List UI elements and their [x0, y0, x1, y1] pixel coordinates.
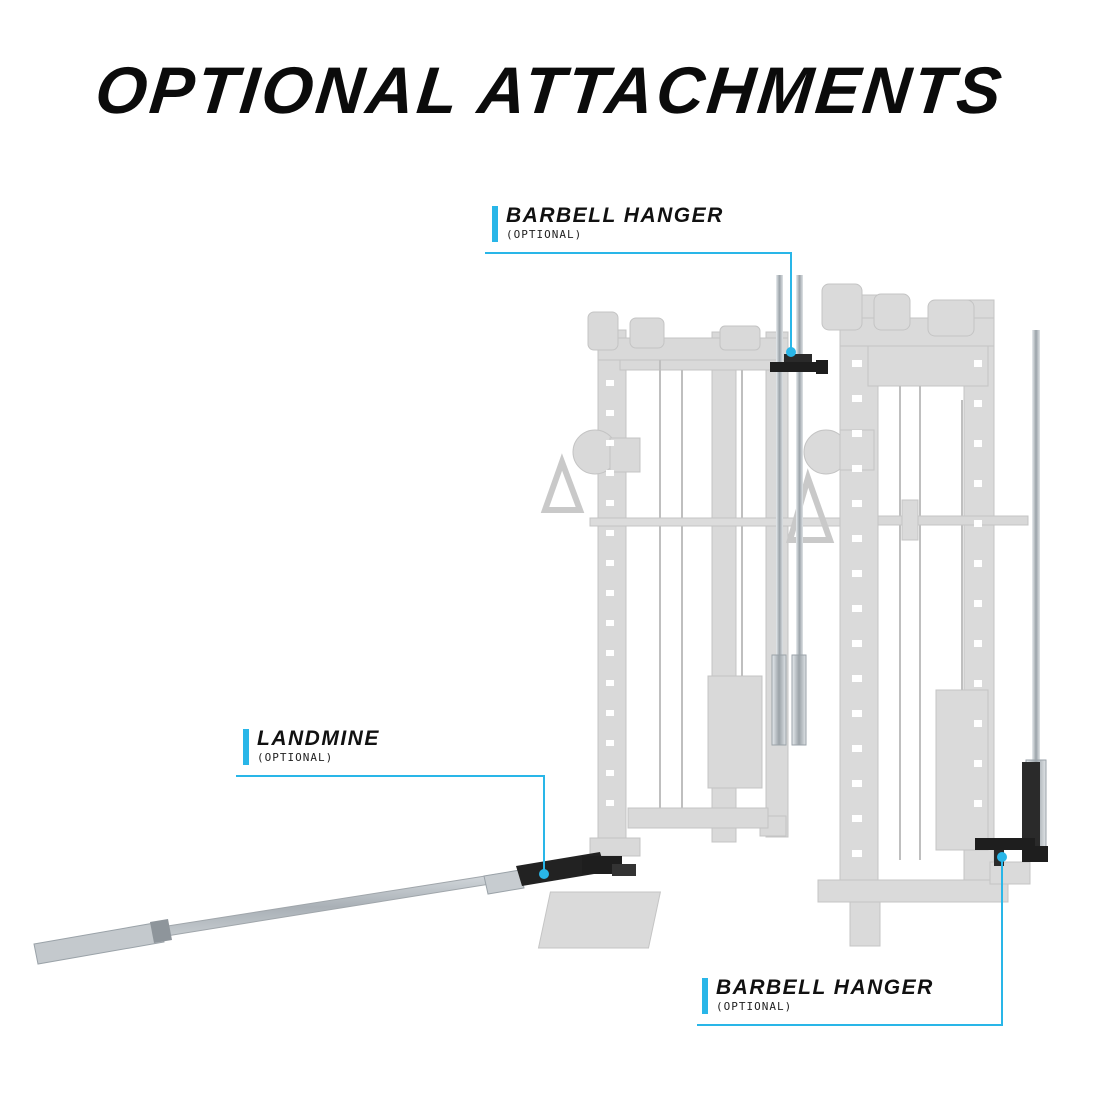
right-barbell-hanger [975, 330, 1048, 866]
callout-label: LANDMINE [257, 727, 380, 750]
top-barbell-hanger [770, 275, 828, 746]
left-rack [540, 311, 851, 857]
right-rack [537, 283, 1031, 949]
callout-label: BARBELL HANGER [716, 976, 934, 999]
accent-bar [702, 978, 708, 1014]
callout-sublabel: (OPTIONAL) [257, 751, 334, 764]
callout-label: BARBELL HANGER [506, 204, 724, 227]
callout-dots [539, 347, 1007, 879]
callout-sublabel: (OPTIONAL) [716, 1000, 793, 1013]
accent-bar [243, 729, 249, 765]
callout-lines [236, 252, 1003, 1026]
callout-sublabel: (OPTIONAL) [506, 228, 583, 241]
landmine-bar [33, 852, 636, 965]
accent-bar [492, 206, 498, 242]
